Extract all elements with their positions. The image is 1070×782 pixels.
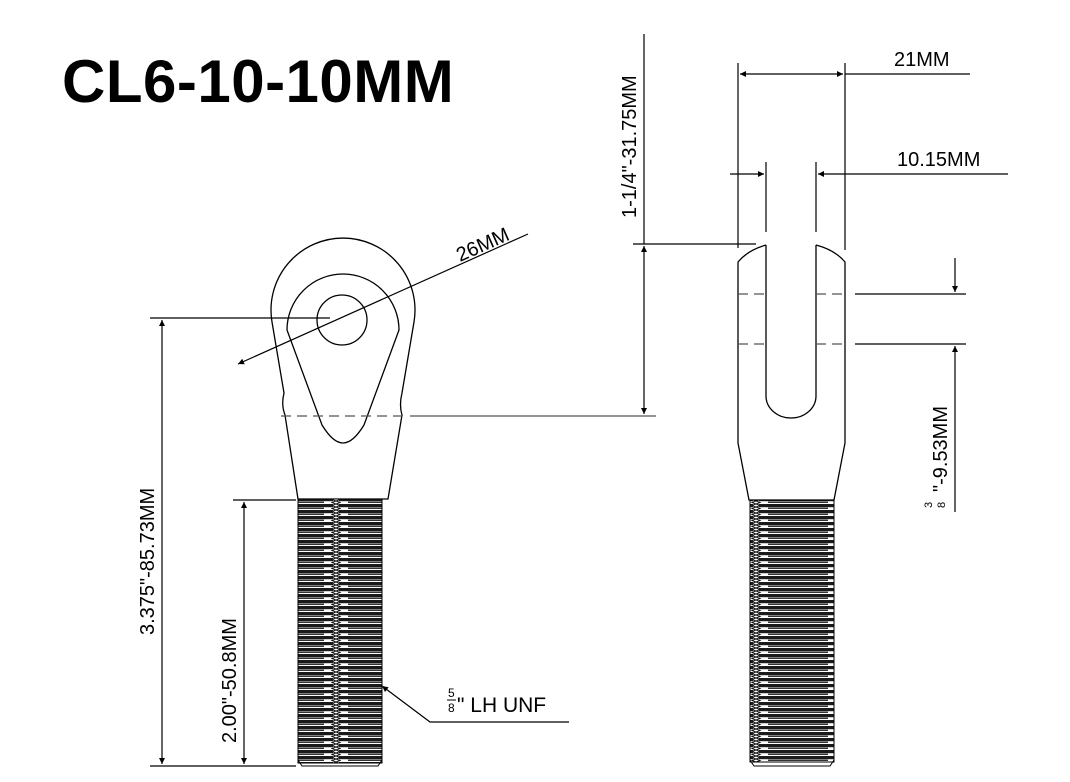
thread-spec-label: 5 8 " LH UNF <box>447 686 546 717</box>
part-number-title: CL6-10-10MM <box>62 48 455 115</box>
dim-eye-diameter-label: 26MM <box>453 224 513 267</box>
dim-clevis-width-label: 21MM <box>894 49 950 71</box>
svg-text:8: 8 <box>448 701 455 715</box>
dim-slot-width-label: 10.15MM <box>897 149 980 171</box>
svg-text:" LH UNF: " LH UNF <box>457 694 546 717</box>
svg-text:"-9.53MM: "-9.53MM <box>930 406 952 492</box>
eye-inner-profile <box>286 273 400 444</box>
dim-eye-diameter <box>237 233 529 365</box>
pin-hole <box>316 294 368 346</box>
threaded-shank-right <box>749 499 835 763</box>
rod-end-front-view <box>270 237 656 500</box>
dim-pin-hole-label: "-9.53MM 3 8 <box>923 406 952 508</box>
dim-thread-length-label: 2.00"-50.8MM <box>219 618 241 743</box>
svg-text:5: 5 <box>448 686 455 700</box>
svg-text:3: 3 <box>923 502 935 508</box>
svg-text:8: 8 <box>936 502 948 508</box>
dim-clevis-depth-label: 1-1/4"-31.75MM <box>619 75 641 218</box>
eye-outer-profile <box>270 237 416 500</box>
threaded-shank-left <box>297 498 383 764</box>
dim-overall-length-label: 3.375"-85.73MM <box>137 488 159 635</box>
